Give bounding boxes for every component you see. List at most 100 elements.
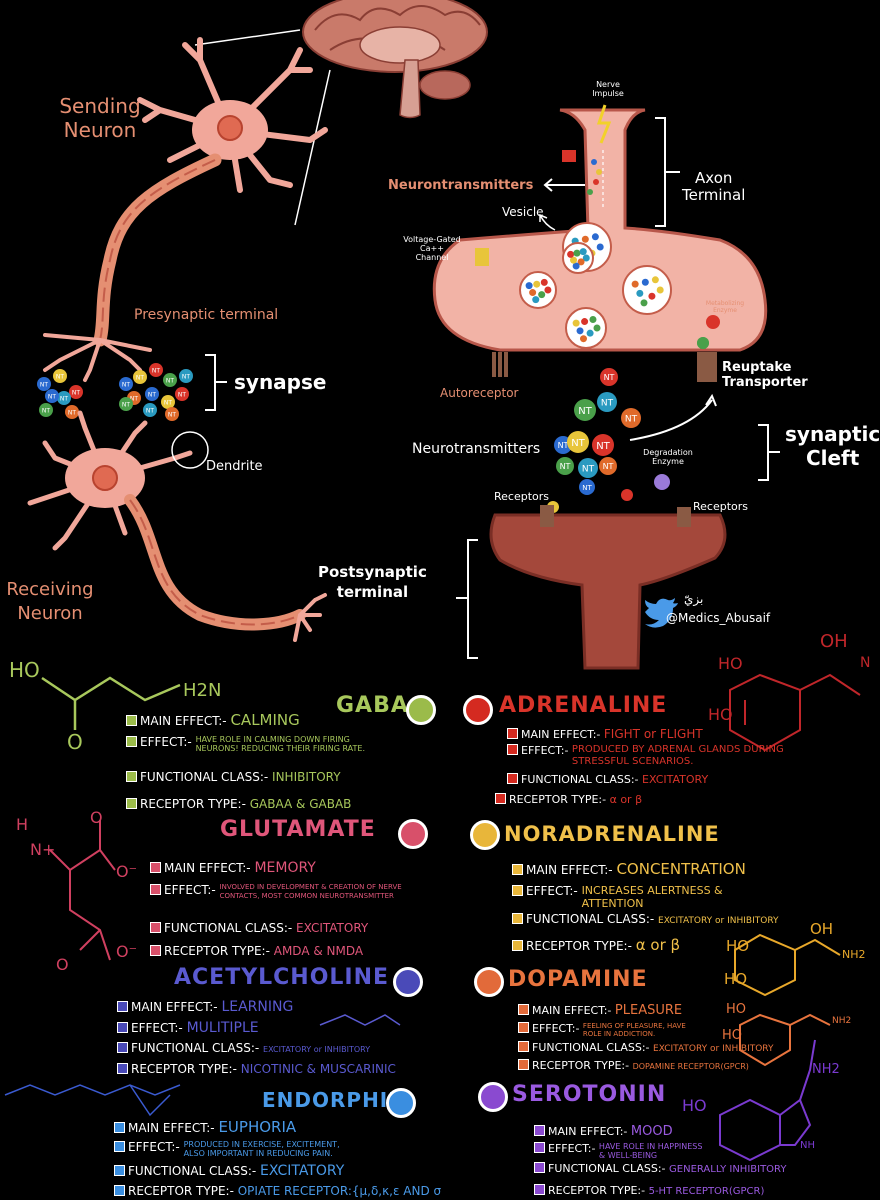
cleft-nt — [621, 489, 633, 501]
glu-o1-label: O⁻ — [116, 862, 138, 881]
cleft-nt: NT — [600, 368, 618, 386]
reuptake-transporter-label: Reuptake Transporter — [722, 360, 808, 390]
dop-ho2-label: HO — [722, 1028, 743, 1043]
twitter-bird-icon — [645, 598, 678, 628]
vesicle-nt — [573, 249, 581, 257]
released-nt — [591, 159, 597, 165]
noradrenaline-structure — [734, 933, 841, 997]
endorphin-effect: PRODUCED IN EXERCISE, EXCITEMENT, ALSO I… — [183, 1140, 340, 1158]
svg-text:NT: NT — [560, 462, 571, 471]
nor-nh2-label: NH2 — [842, 948, 866, 961]
receptors-right-label: Receptors — [693, 500, 749, 513]
acetylcholine-functional-class: EXCITATORY or INHIBITORY — [263, 1045, 371, 1054]
svg-text:NT: NT — [152, 367, 160, 374]
vesicle-nt — [567, 250, 575, 258]
endorphin-receptor-type: OPIATE RECEPTOR:{μ,δ,κ,ε AND σ — [237, 1184, 442, 1198]
cleft-nt: NT — [621, 408, 641, 428]
nor-oh-label: OH — [810, 920, 834, 938]
nt-dot: NT — [143, 403, 157, 417]
sending-neuron — [43, 37, 328, 382]
nt-dot: NT — [57, 391, 71, 405]
svg-text:NT: NT — [56, 373, 64, 380]
dopamine-title: DOPAMINE — [508, 967, 648, 992]
autoreceptor-label: Autoreceptor — [440, 386, 519, 400]
glu-o2-label: O⁻ — [116, 942, 138, 961]
svg-text:NT: NT — [122, 381, 130, 388]
dop-ho1-label: HO — [726, 1002, 747, 1017]
dopamine-structure — [739, 1013, 831, 1067]
svg-text:NT: NT — [166, 377, 174, 384]
svg-text:NT: NT — [578, 406, 592, 417]
vesicle-label: Vesicle — [502, 205, 544, 219]
svg-text:NT: NT — [42, 407, 50, 414]
glutamate-color-dot — [398, 819, 428, 849]
nt-dot: NT — [179, 369, 193, 383]
brain-illustration — [302, 0, 488, 119]
serotonin-color-dot — [478, 1082, 508, 1112]
cleft-nt: NT — [579, 479, 595, 495]
vesicle-nt — [570, 256, 578, 264]
svg-text:NT: NT — [603, 462, 614, 471]
svg-text:NT: NT — [625, 415, 638, 425]
adrenaline-title: ADRENALINE — [499, 693, 668, 718]
adr-n-label: N — [860, 655, 871, 671]
nt-arrow — [543, 178, 585, 192]
vesicle-nt — [533, 280, 541, 288]
svg-text:NT: NT — [136, 374, 144, 381]
svg-text:NT: NT — [596, 441, 610, 452]
svg-text:NT: NT — [182, 373, 190, 380]
vesicle-nt — [586, 329, 594, 337]
vesicle-nt — [581, 318, 589, 326]
vesicle-nt — [636, 289, 644, 297]
vesicle-nt — [589, 315, 597, 323]
glutamate-main-effect: MEMORY — [254, 860, 316, 876]
vesicle-nt — [656, 286, 664, 294]
vesicle-nt — [651, 276, 659, 284]
serotonin-title: SEROTONIN — [512, 1082, 667, 1107]
endorphin-color-dot — [386, 1088, 416, 1118]
dop-nh2-label: NH2 — [832, 1016, 852, 1026]
twitter-handle[interactable]: @Medics_Abusaif — [666, 611, 771, 625]
axon-terminal-label: Axon Terminal — [682, 169, 746, 204]
adrenaline-main-effect: FIGHT or FLIGHT — [603, 727, 703, 741]
vesicle-nt — [631, 280, 639, 288]
nt-dot: NT — [149, 363, 163, 377]
svg-text:NT: NT — [148, 391, 156, 398]
voltage-gated-label: Voltage-Gated Ca++ Channel — [403, 235, 461, 262]
vesicle-nt — [593, 324, 601, 332]
vesicle-nt — [640, 299, 648, 307]
dopamine-functional-class: EXCITATORY or INHIBITORY — [653, 1044, 774, 1054]
nt-dot: NT — [119, 397, 133, 411]
svg-text:NT: NT — [72, 389, 80, 396]
dendrite-label: Dendrite — [206, 459, 263, 474]
glutamate-effect: INVOLVED IN DEVELOPMENT & CREATION OF NE… — [219, 883, 402, 900]
vesicle-nt — [529, 289, 537, 297]
svg-text:NT: NT — [582, 465, 595, 475]
zoom-lines — [194, 29, 331, 226]
acetylcholine-effect: MULITIPLE — [186, 1020, 259, 1036]
synaptic-cleft-label: synaptic Cleft — [785, 422, 880, 470]
noradrenaline-color-dot — [470, 820, 500, 850]
svg-text:NT: NT — [178, 391, 186, 398]
nt-dot: NT — [37, 377, 51, 391]
gaba-nh2-label: H2N — [183, 680, 222, 701]
nor-ho1-label: HO — [726, 937, 750, 955]
nt-dot: NT — [163, 373, 177, 387]
cleft-nt: NT — [592, 434, 614, 456]
noradrenaline-title: NORADRENALINE — [504, 822, 720, 846]
vesicle-nt — [641, 278, 649, 286]
signature: بزيّ — [684, 592, 704, 606]
vesicle-nt — [572, 262, 580, 270]
svg-text:NT: NT — [130, 395, 138, 402]
serotonin-receptor-type: 5-HT RECEPTOR(GPCR) — [648, 1186, 765, 1197]
acetylcholine-color-dot — [393, 967, 423, 997]
vesicle-nt — [540, 278, 548, 286]
released-nt — [596, 169, 602, 175]
acetylcholine-receptor-type: NICOTINIC & MUSCARINIC — [240, 1062, 396, 1076]
vesicle-nt — [538, 291, 546, 299]
acetylcholine-title: ACETYLCHOLINE — [174, 965, 390, 990]
cleft-nt: NT — [556, 457, 574, 475]
serotonin-effect: HAVE ROLE IN HAPPINESS & WELL-BEING — [598, 1142, 703, 1160]
acetylcholine-main-effect: LEARNING — [221, 999, 294, 1015]
